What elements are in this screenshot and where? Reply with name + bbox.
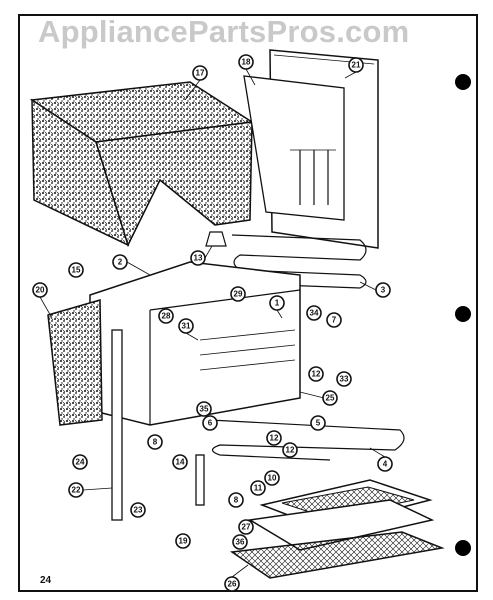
callout-8: 8 — [147, 434, 163, 450]
svg-text:36: 36 — [236, 538, 245, 547]
svg-text:33: 33 — [340, 375, 349, 384]
heat-shield — [243, 75, 345, 221]
callout-27: 27 — [238, 519, 254, 535]
callout-33: 33 — [336, 371, 352, 387]
svg-text:27: 27 — [242, 523, 251, 532]
binder-hole-bottom — [455, 540, 471, 556]
svg-text:35: 35 — [200, 405, 209, 414]
svg-text:12: 12 — [286, 446, 295, 455]
svg-text:7: 7 — [332, 316, 337, 325]
svg-text:3: 3 — [381, 286, 386, 295]
svg-text:23: 23 — [134, 506, 143, 515]
oven-rack — [229, 531, 445, 579]
svg-text:14: 14 — [176, 458, 185, 467]
left-side-rail — [111, 329, 123, 521]
svg-text:24: 24 — [76, 458, 85, 467]
callout-11: 11 — [250, 480, 266, 496]
page-number: 24 — [40, 575, 52, 586]
svg-text:31: 31 — [182, 322, 191, 331]
callout-31: 31 — [178, 318, 194, 334]
callout-35: 35 — [196, 401, 212, 417]
svg-text:13: 13 — [194, 254, 203, 263]
callout-36: 36 — [232, 534, 248, 550]
svg-text:15: 15 — [72, 266, 81, 275]
svg-text:4: 4 — [383, 460, 388, 469]
svg-text:8: 8 — [153, 438, 158, 447]
callout-10: 10 — [264, 470, 280, 486]
svg-text:20: 20 — [36, 286, 45, 295]
callout-18: 18 — [238, 54, 254, 70]
svg-text:12: 12 — [312, 370, 321, 379]
svg-text:19: 19 — [179, 537, 188, 546]
callout-13: 13 — [190, 250, 206, 266]
svg-text:18: 18 — [242, 58, 251, 67]
svg-text:28: 28 — [162, 312, 171, 321]
callout-15: 15 — [68, 262, 84, 278]
svg-text:21: 21 — [352, 61, 361, 70]
callout-21: 21 — [348, 57, 364, 73]
svg-text:11: 11 — [254, 484, 263, 493]
callout-23: 23 — [130, 502, 146, 518]
callout-12b: 12 — [266, 430, 282, 446]
bottom-heating-element — [209, 419, 405, 461]
callout-6: 6 — [202, 415, 218, 431]
svg-text:12: 12 — [270, 434, 279, 443]
callout-14: 14 — [172, 454, 188, 470]
right-side-rail — [195, 454, 205, 506]
drip-pan — [247, 499, 435, 551]
callout-4: 4 — [377, 456, 393, 472]
callout-19: 19 — [175, 533, 191, 549]
callout-3: 3 — [375, 282, 391, 298]
svg-text:8: 8 — [234, 496, 239, 505]
svg-text:2: 2 — [118, 258, 123, 267]
insulation-wrap — [29, 81, 255, 248]
svg-text:17: 17 — [196, 69, 205, 78]
door-gasket — [47, 299, 103, 426]
callout-20: 20 — [32, 282, 48, 298]
callout-8b: 8 — [228, 492, 244, 508]
binder-hole-top — [455, 74, 471, 90]
svg-text:22: 22 — [72, 486, 81, 495]
callout-25: 25 — [322, 390, 338, 406]
callout-34: 34 — [306, 305, 322, 321]
oven-cavity — [89, 261, 301, 426]
binder-hole-middle — [455, 306, 471, 322]
svg-text:1: 1 — [275, 299, 280, 308]
callout-28: 28 — [158, 308, 174, 324]
callout-1: 1 — [269, 295, 285, 311]
callout-29: 29 — [230, 286, 246, 302]
callout-17: 17 — [192, 65, 208, 81]
callout-5: 5 — [310, 415, 326, 431]
callout-12: 12 — [308, 366, 324, 382]
callout-7: 7 — [326, 312, 342, 328]
watermark: AppliancePartsPros.com — [38, 14, 410, 49]
svg-text:29: 29 — [234, 290, 243, 299]
leader-lines — [39, 68, 386, 578]
top-heating-element — [231, 234, 367, 289]
svg-text:26: 26 — [228, 580, 237, 589]
callout-26: 26 — [224, 576, 240, 592]
svg-text:6: 6 — [208, 419, 213, 428]
svg-text:25: 25 — [326, 394, 335, 403]
callout-12c: 12 — [282, 442, 298, 458]
svg-text:34: 34 — [310, 309, 319, 318]
svg-text:5: 5 — [316, 419, 321, 428]
light-socket — [205, 231, 227, 247]
callout-22: 22 — [68, 482, 84, 498]
svg-text:10: 10 — [268, 474, 277, 483]
callout-24: 24 — [72, 454, 88, 470]
callout-2: 2 — [112, 254, 128, 270]
